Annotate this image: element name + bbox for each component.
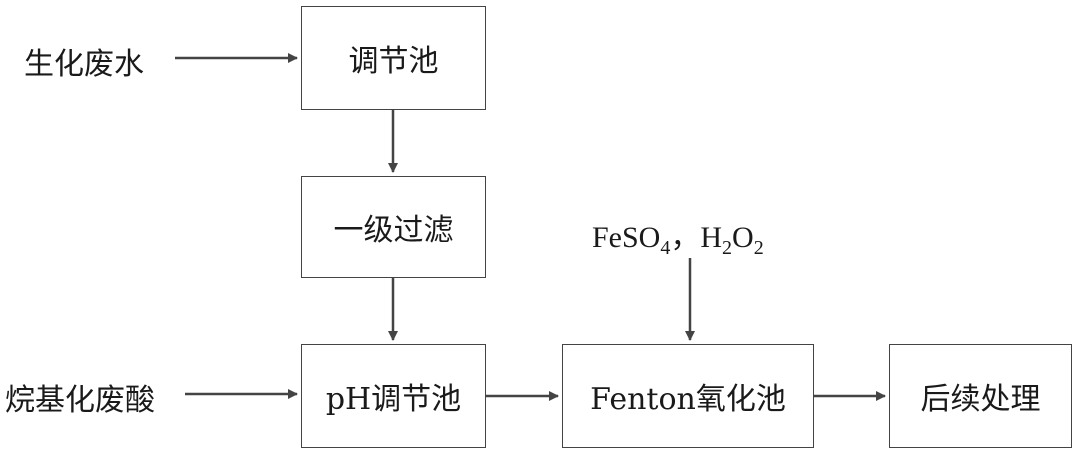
label-wanji-feisuan: 烷基化废酸 — [5, 383, 155, 418]
reagent-fe: FeSO — [592, 221, 661, 254]
reagent-h-sub: 2 — [722, 237, 733, 259]
node-ph-tiaojiechi: pH调节池 — [301, 344, 486, 448]
reagent-sep: ， — [670, 221, 701, 254]
label-reagents: FeSO4，H2O2 — [592, 212, 764, 260]
node-fenton: Fenton氧化池 — [562, 344, 814, 448]
node-houxuchuli: 后续处理 — [889, 344, 1072, 448]
reagent-o-sub: 2 — [753, 237, 764, 259]
reagent-fe-sub: 4 — [660, 237, 671, 259]
reagent-h: H — [700, 221, 723, 254]
node-tiaojiechi: 调节池 — [301, 6, 486, 110]
node-yijiguolv: 一级过滤 — [301, 176, 486, 278]
reagent-o: O — [732, 221, 754, 254]
label-shenghua-feishui: 生化废水 — [24, 47, 144, 82]
